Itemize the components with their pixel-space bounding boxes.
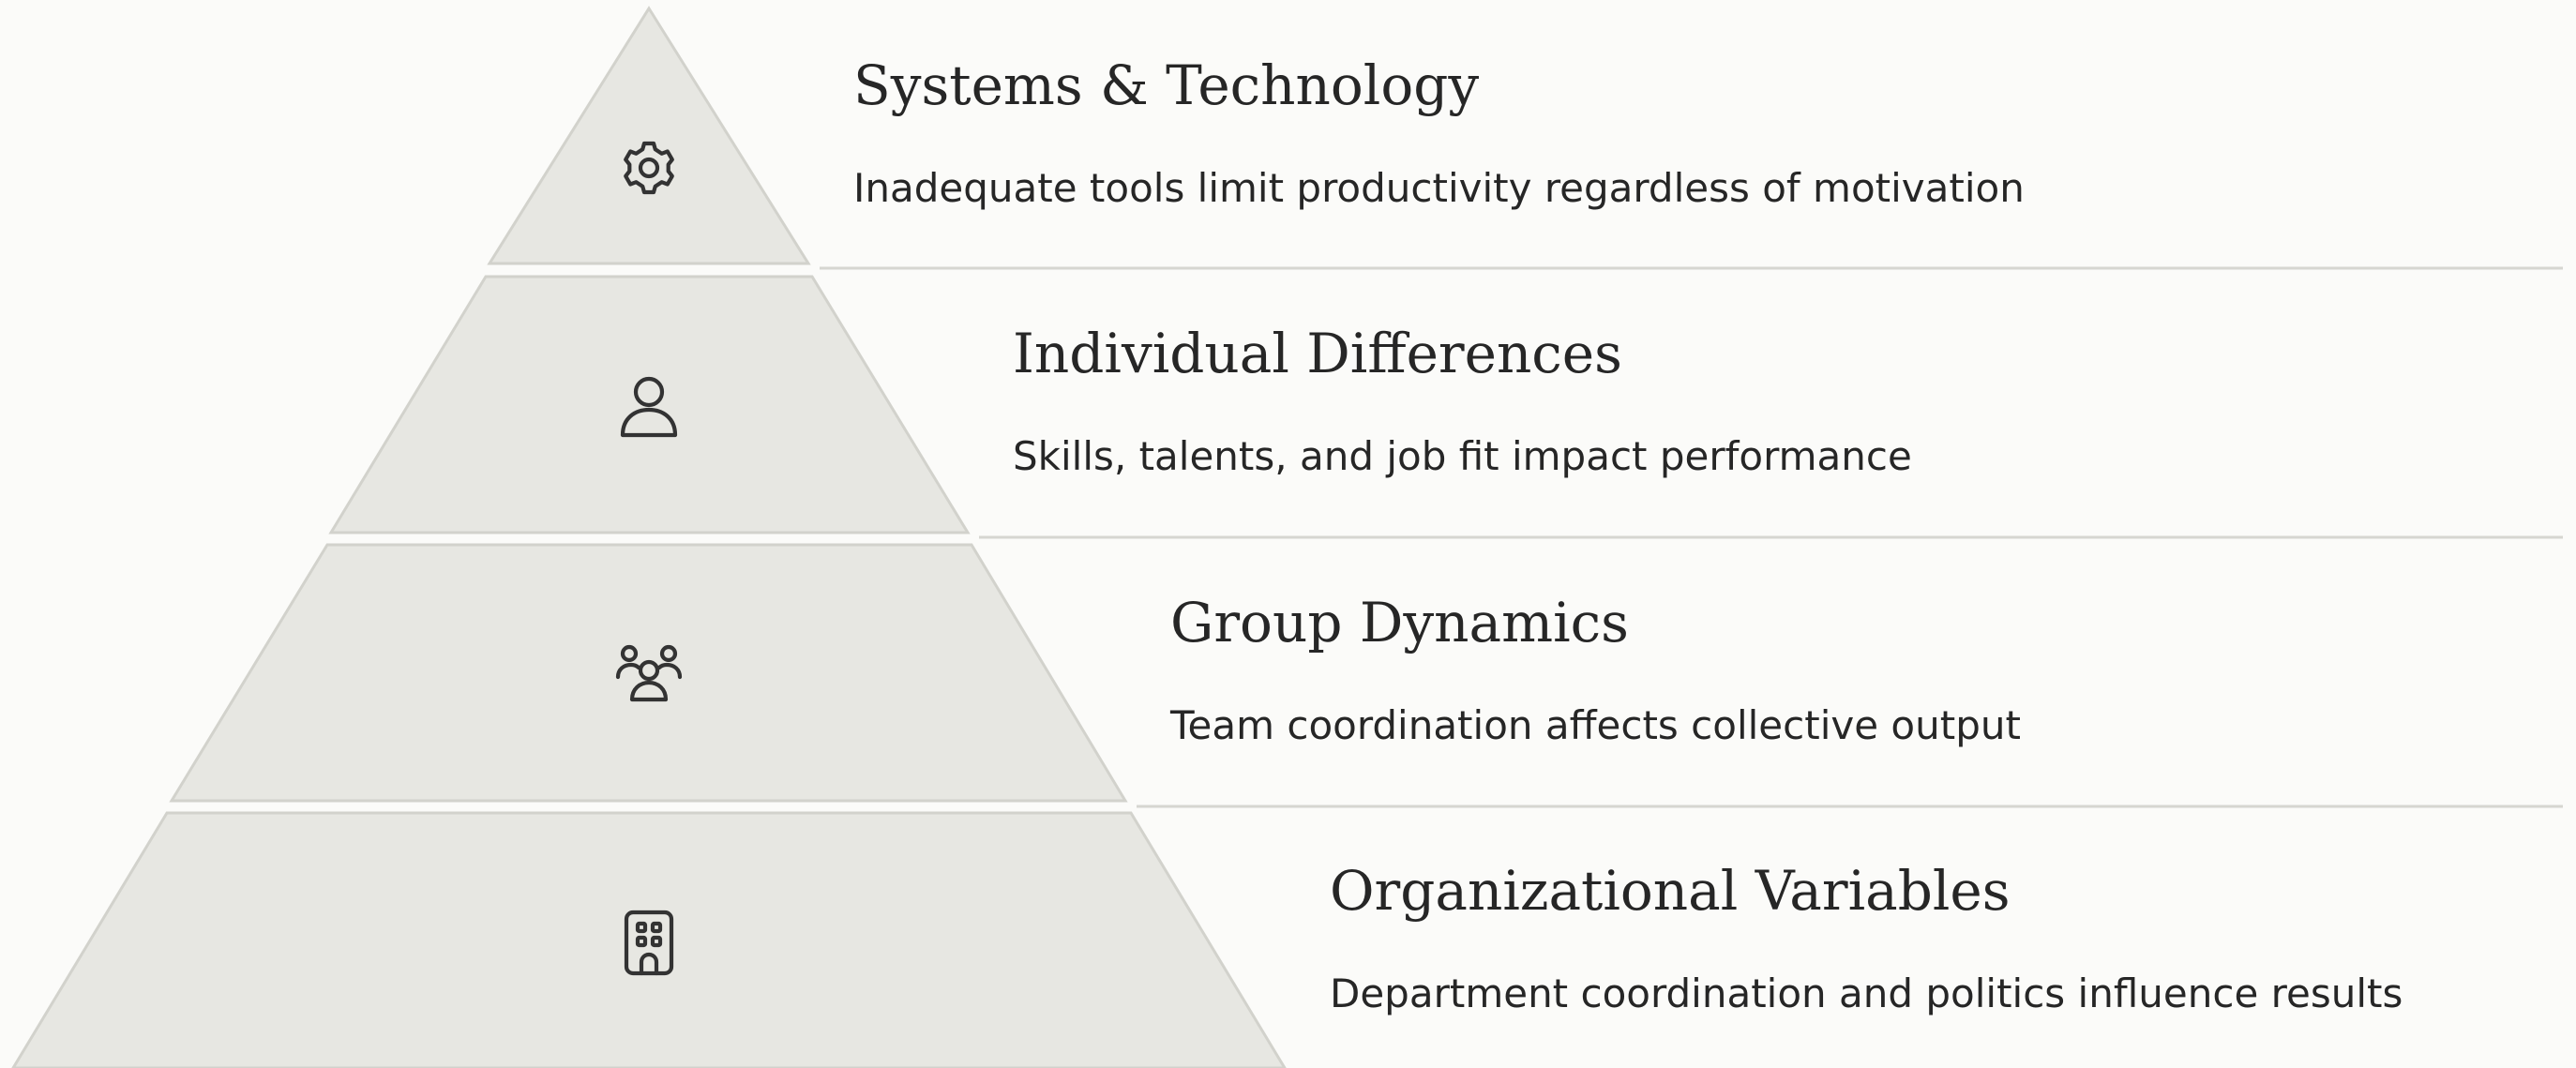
building-icon [624,910,674,976]
tier-description-individual-differences: Skills, talents, and job fit impact perf… [1013,433,1912,479]
group-icon [615,644,683,702]
tier-title-group-dynamics: Group Dynamics [1170,591,1629,654]
pyramid-tier-3-shape [169,543,1128,803]
tier-description-organizational-variables: Department coordination and politics inf… [1330,970,2403,1016]
pyramid-tier-1-shape [487,6,811,265]
person-icon [620,376,678,438]
tier-description-systems-technology: Inadequate tools limit productivity rega… [853,165,2025,211]
tier-title-systems-technology: Systems & Technology [853,53,1480,117]
tier-description-group-dynamics: Team coordination affects collective out… [1170,702,2021,748]
tier-title-organizational-variables: Organizational Variables [1330,859,2011,923]
tier-title-individual-differences: Individual Differences [1013,322,1622,385]
pyramid-tier-4-shape [11,811,1287,1068]
gear-icon [624,141,674,195]
